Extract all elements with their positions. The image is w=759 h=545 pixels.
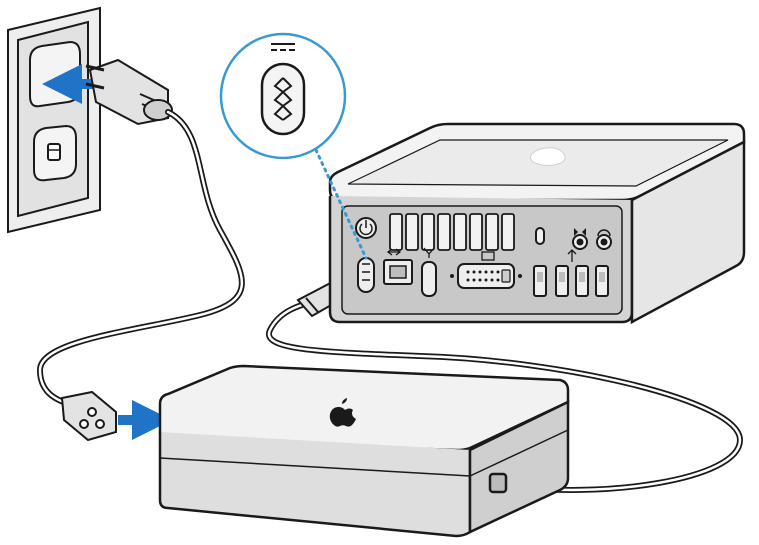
ethernet-icon <box>383 248 413 285</box>
apple-logo-icon <box>329 398 356 427</box>
dc-power-icon <box>271 43 295 51</box>
vent-grille <box>389 213 515 251</box>
security-slot-icon <box>535 227 545 245</box>
audio-in-icon <box>572 228 588 250</box>
dc-connector-callout <box>219 32 368 260</box>
wall-outlet <box>7 6 101 234</box>
outlet-socket-upper <box>29 40 81 108</box>
power-adapter <box>158 364 570 538</box>
display-icon <box>450 251 522 289</box>
ac-plug <box>85 58 173 126</box>
power-button <box>355 217 377 239</box>
headphones-icon <box>596 229 612 250</box>
firewire-icon <box>421 247 437 297</box>
dc-connector-port <box>260 62 306 136</box>
mac-apple-logo-icon <box>530 147 566 166</box>
dc-power-port <box>357 257 375 293</box>
usb-icon <box>533 249 609 297</box>
ac-inlet-plug <box>60 390 117 442</box>
